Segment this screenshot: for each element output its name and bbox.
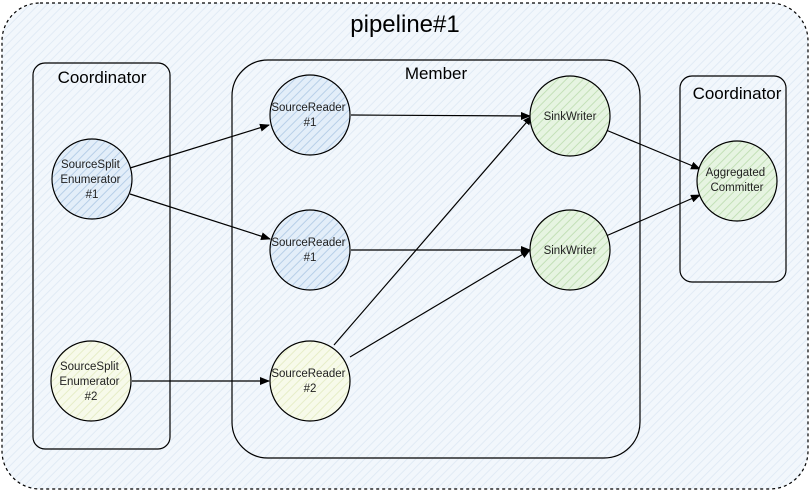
node-sink-writer-2: SinkWriter (529, 209, 611, 291)
node-source-reader-1a-line1: SourceReader (271, 102, 345, 114)
edge-enum1-reader1a (129, 123, 270, 169)
node-sink-writer-2-line1: SinkWriter (544, 245, 597, 257)
node-enumerator-2: SourceSplit Enumerator #2 (50, 340, 132, 422)
member-label: Member (405, 64, 468, 83)
node-enumerator-1-line2: Enumerator (60, 174, 120, 186)
node-source-reader-1b-line2: #1 (304, 252, 317, 264)
coordinator-right-label: Coordinator (693, 84, 782, 103)
coordinator-left-box (32, 62, 171, 450)
coordinator-right-box (679, 75, 787, 283)
node-source-reader-1a: SourceReader #1 (269, 74, 351, 156)
node-enumerator-1-line1: SourceSplit (61, 159, 121, 171)
edge-reader1a-writer1 (350, 111, 531, 120)
node-enumerator-2-line3: #2 (85, 391, 98, 403)
node-enumerator-1-line3: #1 (86, 189, 99, 201)
node-enumerator-2-line2: Enumerator (59, 376, 119, 388)
edge-enum1-reader1b (129, 193, 271, 241)
coordinator-left-label: Coordinator (58, 68, 147, 87)
edges (129, 111, 701, 385)
node-enumerator-1: SourceSplit Enumerator #1 (51, 138, 133, 220)
node-sink-writer-1: SinkWriter (529, 75, 611, 157)
edge-reader2-writer1 (333, 115, 533, 346)
pipeline-title: pipeline#1 (350, 11, 459, 38)
edge-writer1-committer (605, 129, 701, 170)
node-enumerator-2-line1: SourceSplit (60, 361, 120, 373)
svg-text:SinkWriter: SinkWriter (544, 245, 597, 257)
svg-text:Aggregated Committer: Aggregated Committer (706, 167, 769, 194)
svg-text:SinkWriter: SinkWriter (544, 111, 597, 123)
svg-text:SourceReader #1: SourceReader #1 (271, 102, 348, 129)
member-box (231, 59, 641, 459)
node-source-reader-2-line1: SourceReader (271, 368, 345, 380)
edge-writer2-committer (605, 194, 701, 237)
node-aggregated-committer-line1: Aggregated (706, 167, 765, 179)
node-source-reader-2-line2: #2 (304, 383, 317, 395)
edge-reader2-writer2 (349, 249, 531, 358)
node-source-reader-2: SourceReader #2 (269, 340, 351, 422)
node-source-reader-1b-line1: SourceReader (271, 237, 345, 249)
node-source-reader-1b: SourceReader #1 (269, 209, 351, 291)
svg-text:SourceSplit Enumerator: SourceSplit Enumerator #1 (60, 159, 123, 201)
node-sink-writer-1-line1: SinkWriter (544, 111, 597, 123)
node-aggregated-committer: Aggregated Committer (696, 140, 778, 222)
node-aggregated-committer-line2: Committer (710, 182, 763, 194)
node-source-reader-1a-line2: #1 (304, 117, 317, 129)
svg-text:SourceSplit Enumerator: SourceSplit Enumerator #2 (59, 361, 122, 403)
svg-text:SourceReader #2: SourceReader #2 (271, 368, 348, 395)
svg-text:SourceReader #1: SourceReader #1 (271, 237, 348, 264)
